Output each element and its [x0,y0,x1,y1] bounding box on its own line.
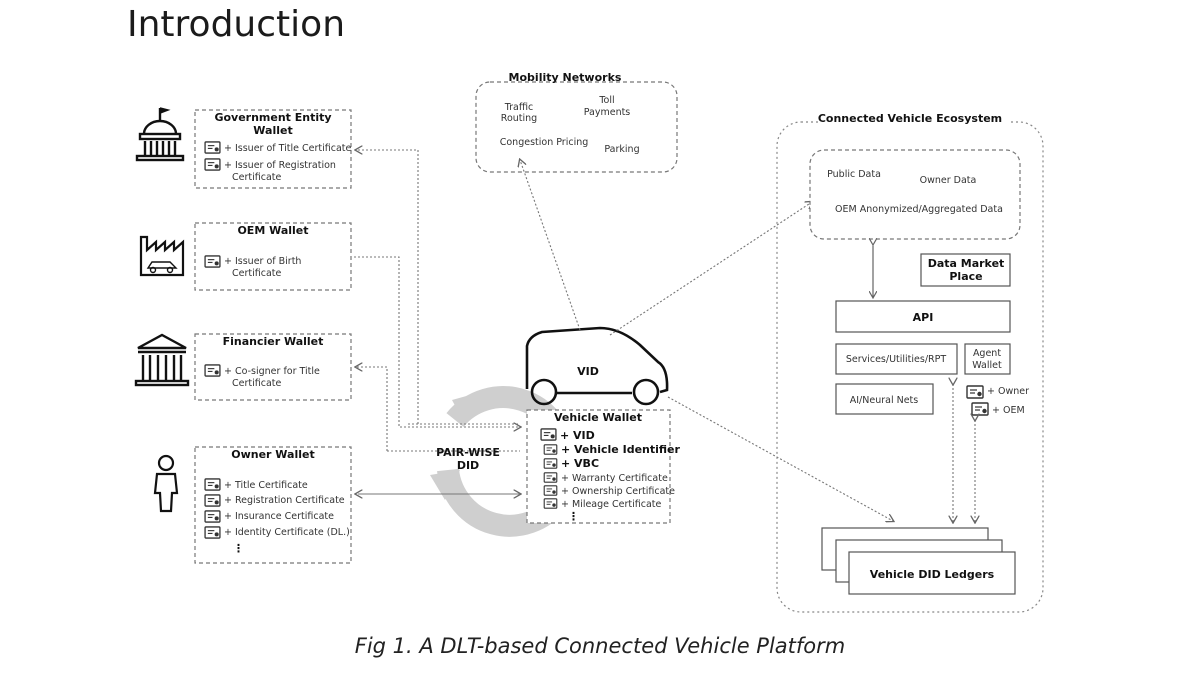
financier-item-1-line1: + Co-signer for Title [224,366,320,377]
agent-owner-item: + Owner [987,386,1029,397]
certificate-icon [543,485,558,496]
toll-payments-line1: Toll [598,95,614,106]
vehicle-item-5: + Ownership Certificate [561,486,675,497]
data-market-line2: Place [949,270,982,283]
vehicle-item-2: + Vehicle Identifier [561,443,681,456]
owner-item-2: + Registration Certificate [224,495,345,506]
ecosystem-title: Connected Vehicle Ecosystem [818,112,1002,125]
vehicle-item-4: + Warranty Certificate [561,473,668,484]
vehicle-more-indicator: ⋮ [568,510,579,523]
parking-label: Parking [604,144,639,155]
api-label: API [913,311,934,324]
traffic-routing-line2: Routing [501,113,537,124]
data-pool-box [809,149,1021,240]
figure-caption: Fig 1. A DLT-based Connected Vehicle Pla… [354,634,846,658]
oem-wallet-box [194,222,352,291]
ledgers-label: Vehicle DID Ledgers [870,568,995,581]
financier-item-1-line2: Certificate [232,378,282,389]
congestion-pricing-label: Congestion Pricing [500,137,589,148]
government-wallet-title-line2: Wallet [253,124,292,137]
mobility-networks-box [475,81,678,173]
ecosystem-title-bg [820,112,1008,126]
agent-oem-item: + OEM [992,405,1025,416]
traffic-routing-line1: Traffic [504,102,534,113]
ai-box [835,383,934,415]
vid-label: VID [577,365,599,378]
agent-wallet-line2: Wallet [972,360,1002,371]
government-wallet-box [194,109,352,189]
owner-data-label: Owner Data [920,175,977,186]
owner-item-3: + Insurance Certificate [224,511,334,522]
person-icon [153,454,179,513]
connector-financier [356,367,388,451]
government-wallet-title-line1: Government Entity [214,111,331,124]
certificate-icon [204,364,221,377]
vehicle-item-6: + Mileage Certificate [561,499,662,510]
certificate-icon [540,428,557,441]
certificate-icon [966,385,984,399]
certificate-icon [204,510,221,523]
oem-data-label: OEM Anonymized/Aggregated Data [835,204,1003,215]
vehicle-item-3: + VBC [561,457,599,470]
government-item-1: + Issuer of Title Certificate [224,143,352,154]
connector-government [356,150,419,424]
public-data-label: Public Data [827,169,881,180]
ecosystem-container [776,121,1044,613]
certificate-icon [543,458,558,469]
factory-icon [139,235,185,277]
certificate-icon [543,472,558,483]
government-item-2-line2: Certificate [232,172,282,183]
oem-wallet-title: OEM Wallet [237,224,308,237]
agent-wallet-line1: Agent [973,348,1001,359]
oem-item-1-line2: Certificate [232,268,282,279]
vehicle-item-1: + VID [560,429,595,442]
pairwise-did-line1: PAIR-WISE [436,446,500,459]
certificate-icon [204,478,221,491]
services-label: Services/Utilities/RPT [846,354,947,365]
services-box [835,343,958,375]
connector-mobility [520,160,581,331]
owner-wallet-box [194,446,352,564]
capitol-building-icon [135,107,185,162]
vehicle-wallet-title: Vehicle Wallet [554,411,642,424]
page-heading: Introduction [127,4,346,45]
certificate-icon [204,141,221,154]
certificate-icon [204,526,221,539]
oem-item-1-line1: + Issuer of Birth [224,256,301,267]
owner-more-indicator: ⋮ [233,542,244,555]
certificate-icon [204,494,221,507]
connector-oem [354,256,520,427]
bank-icon [134,333,190,387]
certificate-icon [971,402,989,416]
certificate-icon [204,158,221,171]
api-box [835,300,1011,333]
connector-ecosystem-data [609,202,812,336]
connector-ledgers [667,396,893,521]
owner-item-1: + Title Certificate [224,480,308,491]
data-market-line1: Data Market [928,257,1005,270]
ai-label: AI/Neural Nets [850,395,919,406]
financier-wallet-box [194,333,352,401]
agent-wallet-box [964,343,1011,375]
ledger-stack-front [848,551,1016,595]
certificate-icon [543,444,558,455]
government-item-2-line1: + Issuer of Registration [224,160,336,171]
pairwise-did-line2: DID [457,459,479,472]
owner-wallet-title: Owner Wallet [231,448,314,461]
car-outline-icon [525,326,669,406]
toll-payments-line2: Payments [584,107,631,118]
mobility-networks-title: Mobility Networks [509,71,622,84]
data-market-box [920,253,1011,287]
financier-wallet-title: Financier Wallet [223,335,324,348]
certificate-icon [204,255,221,268]
certificate-icon [543,498,558,509]
owner-item-4: + Identity Certificate (DL.) [224,527,350,538]
